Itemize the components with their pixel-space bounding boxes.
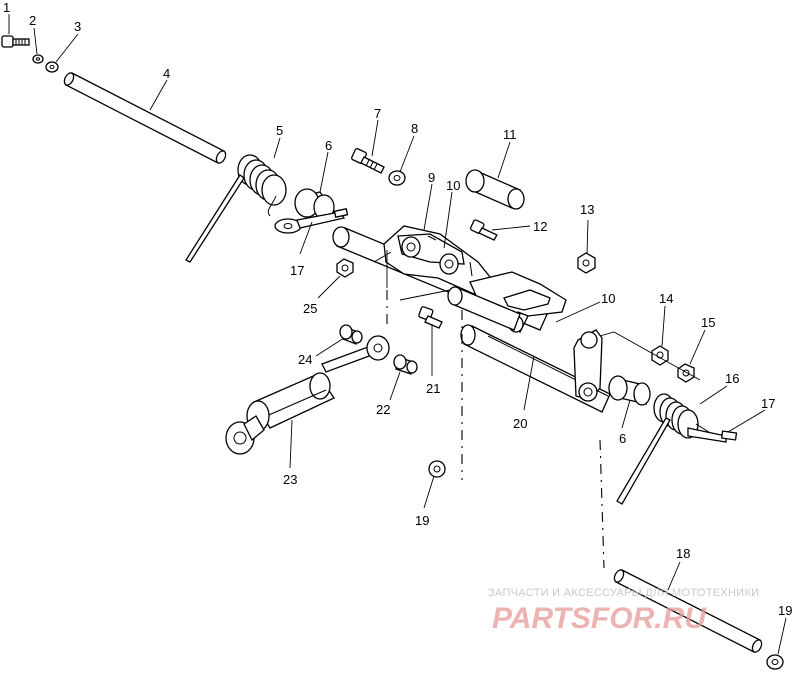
part-24-bushing[interactable] bbox=[339, 324, 363, 345]
front-crossbar[interactable] bbox=[447, 286, 521, 331]
part-14-nut[interactable] bbox=[651, 345, 669, 366]
part-19-washer-right[interactable] bbox=[766, 654, 784, 670]
callout-10b: 10 bbox=[601, 291, 615, 306]
leader-lines bbox=[8, 14, 787, 655]
callout-16: 16 bbox=[725, 371, 739, 386]
part-5-torsion-spring[interactable] bbox=[185, 154, 287, 263]
callout-9: 9 bbox=[428, 170, 435, 185]
callout-6b: 6 bbox=[619, 431, 626, 446]
callout-20: 20 bbox=[513, 416, 527, 431]
callout-2: 2 bbox=[29, 13, 36, 28]
part-4-rod[interactable] bbox=[62, 71, 227, 164]
callout-10: 10 bbox=[446, 178, 460, 193]
callout-8: 8 bbox=[411, 121, 418, 136]
callout-numbers: 1 2 3 4 5 6 7 8 9 10 11 12 13 10 14 15 1… bbox=[3, 0, 792, 618]
callout-1: 1 bbox=[3, 0, 10, 15]
assembly-center-lines bbox=[373, 250, 701, 569]
callout-12: 12 bbox=[533, 219, 547, 234]
part-23-shock-absorber[interactable] bbox=[225, 335, 390, 455]
callout-19: 19 bbox=[415, 513, 429, 528]
callout-13: 13 bbox=[580, 202, 594, 217]
callout-22: 22 bbox=[376, 402, 390, 417]
watermark: ЗАПЧАСТИ И АКСЕССУАРЫ ДЛЯ МОТОТЕХНИКИ PA… bbox=[488, 587, 759, 635]
part-25-nut[interactable] bbox=[336, 258, 354, 278]
part-6-bushing-left[interactable] bbox=[294, 188, 336, 220]
part-6-bushing-right[interactable] bbox=[608, 375, 651, 406]
part-19-washer-middle[interactable] bbox=[428, 460, 446, 478]
part-17-pivot-bracket-right[interactable] bbox=[687, 427, 738, 443]
part-16-torsion-spring[interactable] bbox=[616, 393, 713, 505]
part-20-link-plate[interactable] bbox=[573, 329, 603, 402]
watermark-tagline: ЗАПЧАСТИ И АКСЕССУАРЫ ДЛЯ МОТОТЕХНИКИ bbox=[488, 587, 759, 599]
callout-23: 23 bbox=[283, 472, 297, 487]
part-3-washer[interactable] bbox=[45, 61, 59, 73]
part-15-nut[interactable] bbox=[677, 363, 695, 383]
callout-15: 15 bbox=[701, 315, 715, 330]
part-22-bushing[interactable] bbox=[393, 354, 418, 375]
part-17-pivot-bracket-left[interactable] bbox=[274, 208, 349, 234]
callout-25: 25 bbox=[303, 301, 317, 316]
callout-21: 21 bbox=[426, 381, 440, 396]
part-12-bolt[interactable] bbox=[469, 219, 498, 241]
part-11-bushing[interactable] bbox=[465, 169, 525, 210]
callout-4: 4 bbox=[163, 66, 170, 81]
callout-19b: 19 bbox=[778, 603, 792, 618]
callout-3: 3 bbox=[74, 19, 81, 34]
callout-7: 7 bbox=[374, 106, 381, 121]
part-21-bolt[interactable] bbox=[418, 306, 443, 329]
callout-17b: 17 bbox=[761, 396, 775, 411]
callout-6: 6 bbox=[325, 138, 332, 153]
callout-5: 5 bbox=[276, 123, 283, 138]
callout-14: 14 bbox=[659, 291, 673, 306]
callout-11: 11 bbox=[503, 127, 517, 142]
part-1-bolt[interactable] bbox=[1, 35, 30, 48]
callout-24: 24 bbox=[298, 352, 312, 367]
part-8-washer[interactable] bbox=[388, 170, 406, 186]
watermark-logo: PARTSFOR.RU bbox=[492, 602, 707, 635]
callout-18: 18 bbox=[676, 546, 690, 561]
part-18-pin[interactable] bbox=[612, 568, 763, 653]
part-13-nut[interactable] bbox=[577, 252, 596, 274]
part-2-lock-washer[interactable] bbox=[32, 54, 44, 64]
part-7-bolt[interactable] bbox=[351, 148, 385, 174]
callout-17: 17 bbox=[290, 263, 304, 278]
